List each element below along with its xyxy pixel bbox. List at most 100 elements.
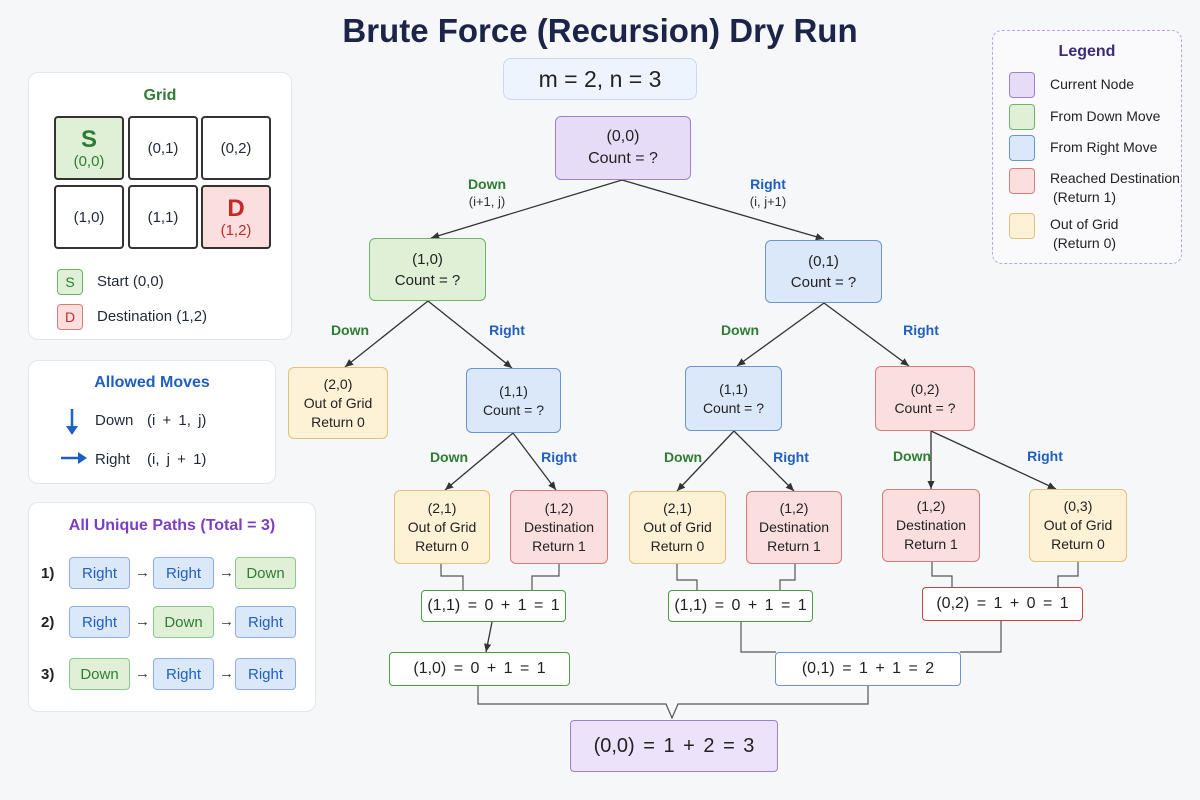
move-right-formula: (i, j + 1) (147, 451, 207, 468)
legend-swatch-down (1009, 104, 1035, 130)
allowed-moves-panel: Allowed Moves Down (i + 1, j) Right (i, … (28, 360, 276, 484)
node-1-1: (1,1) Count = ? (466, 368, 561, 433)
combine-1-0: (1,0) = 0 + 1 = 1 (389, 652, 570, 686)
start-key-label: Start (0,0) (97, 273, 164, 290)
node-return: Return 1 (532, 537, 586, 554)
node-status: Out of Grid (303, 394, 373, 411)
legend-label: From Down Move (1050, 108, 1161, 124)
destination-key-label: Destination (1,2) (97, 308, 208, 325)
edge-label-down: Down (892, 448, 932, 464)
node-coord: (1,1) (719, 380, 748, 397)
edge-label-name: Down (467, 176, 507, 192)
node-2-1: (2,1) Out of Grid Return 0 (394, 490, 490, 564)
node-return: Return 0 (1051, 536, 1105, 552)
node-status: Destination (523, 518, 595, 535)
node-coord: (1,2) (779, 500, 809, 516)
path-step: Right (153, 658, 214, 690)
legend-swatch-destination (1009, 168, 1035, 194)
legend-sublabel: (Return 1) (1053, 189, 1117, 205)
path-number: 1) (41, 565, 55, 582)
path-step: Right (69, 557, 130, 589)
node-1-0: (1,0) Count = ? (369, 238, 486, 301)
page-title: Brute Force (Recursion) Dry Run (342, 12, 858, 49)
grid-cell-destination: D (1,2) (201, 185, 271, 249)
node-status: Out of Grid (407, 518, 477, 535)
node-2-0: (2,0) Out of Grid Return 0 (288, 367, 388, 439)
edge-label-right: Right (903, 322, 939, 338)
node-return: Return 0 (650, 538, 705, 554)
arrow-icon: → (135, 665, 150, 682)
node-count: Count = ? (790, 273, 857, 291)
legend-label: Out of Grid (1050, 216, 1119, 232)
grid-cell: (0,2) (201, 116, 271, 180)
node-0-3: (0,3) Out of Grid Return 0 (1029, 489, 1127, 562)
legend-swatch-current (1009, 72, 1035, 98)
node-coord: (1,1) (499, 382, 528, 399)
destination-key-icon: D (57, 304, 83, 330)
dimensions-badge: m = 2, n = 3 (503, 58, 697, 100)
combine-0-2: (0,2) = 1 + 0 = 1 (922, 587, 1083, 621)
edge-label-right: Right (489, 322, 525, 338)
node-coord: (0,2) (910, 380, 940, 397)
path-number: 3) (41, 666, 55, 683)
cell-coord: (1,0) (73, 208, 105, 226)
move-down-formula: (i + 1, j) (147, 412, 207, 429)
cell-coord: (0,2) (220, 139, 252, 157)
right-arrow-icon (61, 452, 87, 464)
node-1-2: (1,2) Destination Return 1 (882, 489, 980, 562)
node-2-1: (2,1) Out of Grid Return 0 (629, 491, 726, 564)
start-letter: S (80, 125, 97, 153)
node-count: Count = ? (394, 271, 461, 289)
edge-label-root-right: Right (i, j+1) (733, 176, 803, 210)
edge-label-formula: (i+1, j) (468, 194, 506, 209)
move-right-name: Right (95, 451, 131, 468)
grid-cell: (1,1) (128, 185, 198, 249)
node-coord: (1,0) (412, 250, 443, 268)
node-coord: (2,1) (663, 500, 692, 516)
down-arrow-icon (66, 409, 78, 435)
legend-swatch-right (1009, 135, 1035, 161)
path-step: Right (235, 658, 296, 690)
legend-label: Reached Destination (1050, 170, 1180, 186)
path-step: Down (153, 606, 214, 638)
combine-0-1: (0,1) = 1 + 1 = 2 (775, 652, 961, 686)
node-0-2: (0,2) Count = ? (875, 366, 975, 431)
node-root: (0,0) Count = ? (555, 116, 691, 180)
path-step: Right (153, 557, 214, 589)
arrow-icon: → (219, 665, 234, 682)
node-return: Return 1 (904, 536, 958, 552)
unique-paths-title: All Unique Paths (Total = 3) (68, 517, 276, 534)
edge-label-down: Down (663, 449, 703, 465)
allowed-moves-title: Allowed Moves (94, 374, 210, 391)
node-return: Return 1 (767, 538, 821, 554)
path-number: 2) (41, 614, 55, 631)
node-coord: (0,1) (808, 252, 839, 270)
node-status: Destination (895, 517, 967, 533)
edge-label-formula: (i, j+1) (749, 194, 787, 209)
grid-panel-title: Grid (143, 87, 177, 104)
edge-label-name: Right (750, 176, 786, 192)
node-count: Count = ? (894, 399, 956, 416)
arrow-icon: → (135, 564, 150, 581)
legend-sublabel: (Return 0) (1053, 235, 1117, 251)
node-coord: (0,3) (1063, 498, 1093, 514)
legend-swatch-out-of-grid (1009, 213, 1035, 239)
edge-label-down: Down (330, 322, 370, 338)
node-coord: (1,2) (544, 499, 574, 516)
node-0-1: (0,1) Count = ? (765, 240, 882, 303)
destination-letter: D (227, 194, 245, 222)
node-coord: (0,0) (606, 128, 640, 145)
unique-paths-panel: All Unique Paths (Total = 3) 1) Right → … (28, 502, 316, 712)
node-1-2: (1,2) Destination Return 1 (510, 490, 608, 564)
arrow-icon: → (219, 613, 234, 630)
move-down-name: Down (95, 412, 134, 429)
cell-coord: (1,1) (147, 208, 179, 226)
path-step: Right (235, 606, 296, 638)
node-count: Count = ? (588, 150, 658, 167)
arrow-icon: → (219, 564, 234, 581)
node-1-1: (1,1) Count = ? (685, 366, 782, 431)
node-return: Return 0 (311, 413, 365, 430)
node-coord: (2,1) (427, 499, 457, 516)
legend-panel: Legend Current Node From Down Move From … (992, 30, 1182, 264)
